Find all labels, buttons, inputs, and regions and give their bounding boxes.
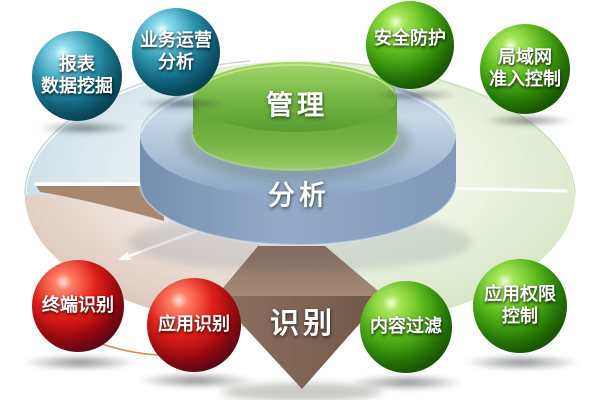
label-analysis: 分析 [268,180,330,212]
bubble-label-line: 控制 [502,306,538,327]
shadow-permission-control [463,354,581,371]
bubble-label-line: 数据挖掘 [41,76,113,97]
shadow-lan-access [483,114,573,127]
label-management: 管理 [266,90,328,122]
bubble-label-line: 安全防护 [374,27,446,49]
bubble-content-filtering: 内容过滤 [360,281,452,373]
bubble-terminal-identification: 终端识别 [32,260,124,352]
bubble-label-line: 应用识别 [158,313,230,335]
identify-wedge-front [216,296,384,389]
shadow-business-operation [137,97,227,110]
segment-divider-right [446,186,568,193]
bubble-report-data-mining: 报表 数据挖掘 [32,31,122,121]
cylinder-management-bottom-rim [192,134,398,171]
cylinder-analysis-bottom-rim [139,182,457,246]
bubble-application-identification: 应用识别 [147,278,241,372]
shadow-terminal-id [22,354,138,371]
label-identification: 识别 [269,306,337,340]
bubble-lan-access-control: 局域网 准入控制 [480,24,570,114]
disk-side-band [36,186,164,221]
bubble-business-operation-analysis: 业务运营 分析 [132,8,220,96]
cylinder-management-top [193,62,397,132]
wedge-ground-shadow [222,383,382,400]
shadow-content-filter [349,374,465,391]
bubble-label-line: 终端识别 [42,294,114,316]
bubble-label-line: 业务运营 [140,29,212,51]
shadow-application-id [137,372,255,389]
bubble-label-line: 局域网 [498,46,552,68]
bubble-label-line: 应用权限 [484,283,556,305]
shadow-security-protection [372,89,458,101]
shadow-report-data-mining [36,121,132,135]
bubble-label-line: 分析 [158,52,194,73]
bubble-label-line: 准入控制 [489,69,561,90]
bubble-label-line: 内容过滤 [370,315,442,337]
bubble-security-protection: 安全防护 [366,1,454,89]
bubble-application-permission-control: 应用权限 控制 [473,259,567,353]
bubble-label-line: 报表 [59,53,95,75]
arrow-head-icon [118,251,131,260]
